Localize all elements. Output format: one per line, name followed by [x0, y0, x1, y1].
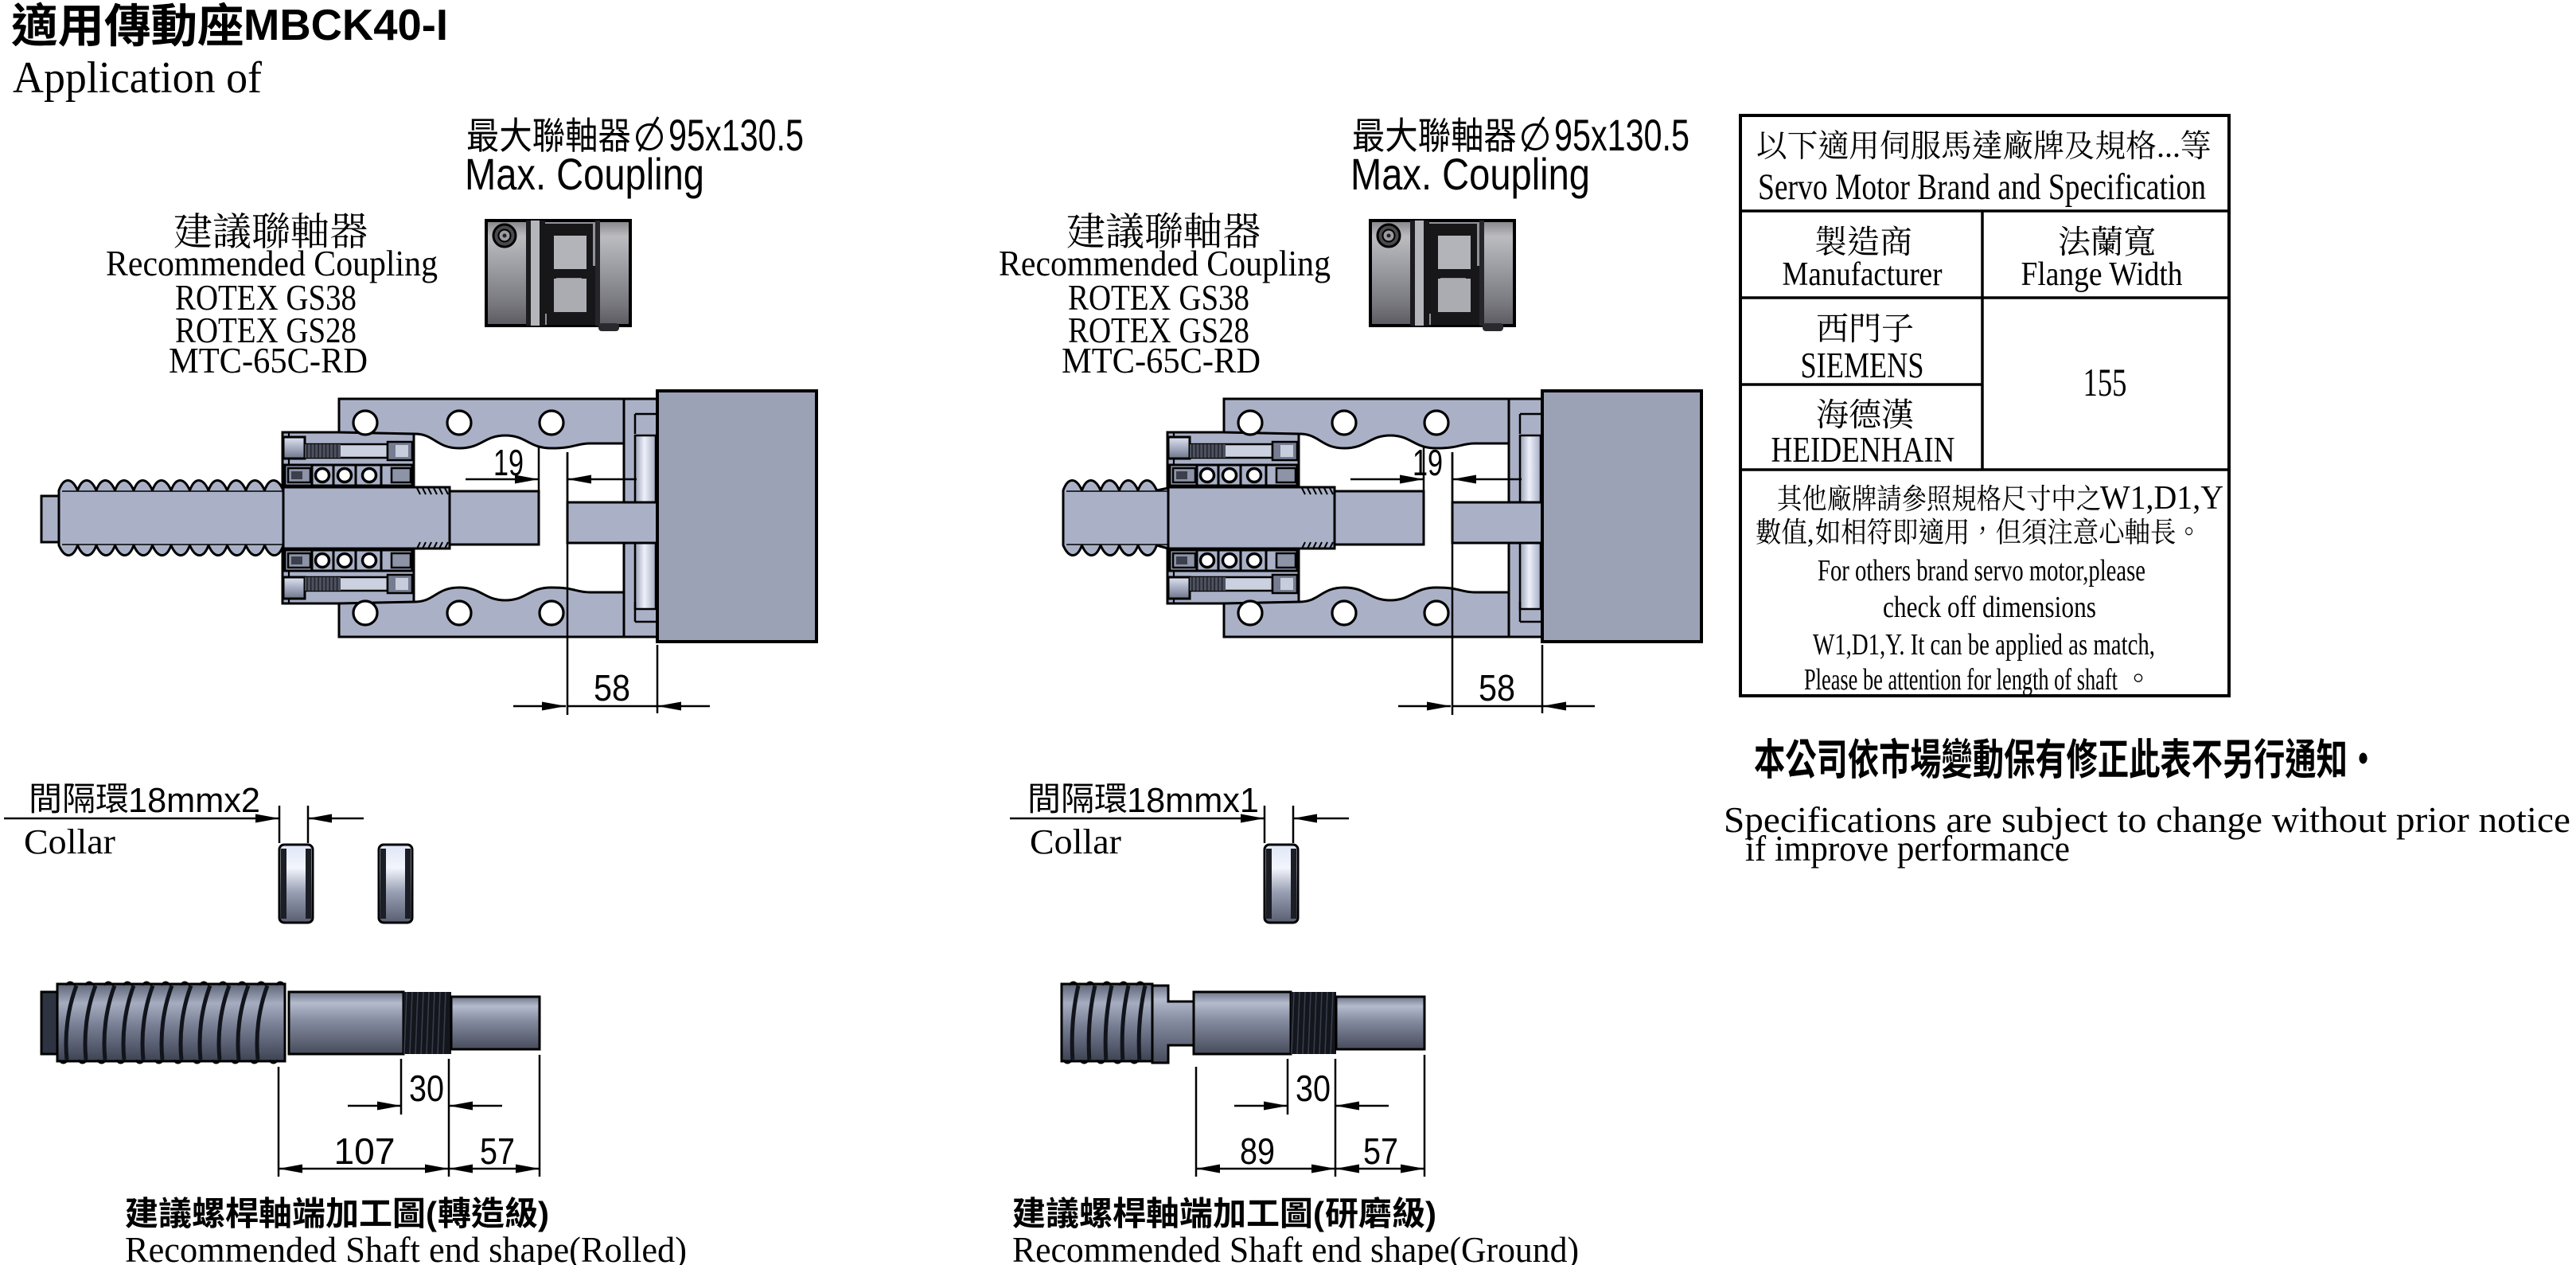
svg-text:(: ( — [1313, 1195, 1324, 1232]
svg-text:95x130.5: 95x130.5 — [1554, 110, 1689, 160]
svg-text:19: 19 — [493, 442, 524, 483]
svg-text:,: , — [1807, 517, 1814, 549]
svg-text:Recommended Coupling: Recommended Coupling — [999, 243, 1331, 283]
svg-text:): ) — [1425, 1195, 1436, 1232]
svg-text:Specifications are subject to: Specifications are subject to change wit… — [1724, 799, 2570, 840]
svg-text:SIEMENS: SIEMENS — [1801, 346, 1924, 385]
svg-text:Recommended Shaft end shape(Gr: Recommended Shaft end shape(Ground) — [1012, 1229, 1579, 1265]
svg-text:Max. Coupling: Max. Coupling — [465, 149, 704, 199]
svg-text:Collar: Collar — [1030, 822, 1121, 861]
svg-text:For others brand servo motor,p: For others brand servo motor,please — [1818, 554, 2145, 588]
svg-text:18mmx2: 18mmx2 — [128, 781, 260, 820]
svg-text:(: ( — [426, 1195, 437, 1232]
svg-text:Please be attention for length: Please be attention for length of shaft — [1804, 663, 2118, 697]
svg-text:ROTEX GS38: ROTEX GS38 — [1068, 277, 1249, 318]
svg-text:W1,D1,Y. It can be applied as: W1,D1,Y. It can be applied as match, — [1813, 628, 2155, 662]
svg-text:95x130.5: 95x130.5 — [668, 110, 804, 160]
svg-text:Manufacturer: Manufacturer — [1783, 256, 1943, 293]
svg-text:Collar: Collar — [24, 822, 115, 861]
svg-text:Flange Width: Flange Width — [2021, 256, 2183, 293]
svg-text:W1,D1,Y: W1,D1,Y — [2100, 480, 2223, 517]
svg-text:19: 19 — [1413, 442, 1443, 483]
svg-text:MTC-65C-RD: MTC-65C-RD — [169, 340, 368, 381]
svg-text:Max. Coupling: Max. Coupling — [1350, 149, 1590, 199]
svg-text:ROTEX GS28: ROTEX GS28 — [175, 310, 357, 350]
svg-text:ROTEX GS38: ROTEX GS38 — [175, 277, 357, 318]
svg-text:Application of: Application of — [13, 53, 262, 103]
svg-text:30: 30 — [409, 1068, 444, 1109]
svg-text:155: 155 — [2083, 360, 2127, 404]
svg-text:Servo Motor Brand and Specific: Servo Motor Brand and Specification — [1758, 166, 2206, 208]
svg-text:check off dimensions: check off dimensions — [1883, 591, 2096, 624]
svg-text:...: ... — [2157, 128, 2180, 164]
svg-text:ROTEX GS28: ROTEX GS28 — [1068, 310, 1249, 350]
svg-text:HEIDENHAIN: HEIDENHAIN — [1771, 430, 1955, 470]
svg-text:107: 107 — [334, 1130, 396, 1172]
svg-text:58: 58 — [1479, 667, 1515, 709]
svg-text:MTC-65C-RD: MTC-65C-RD — [1062, 340, 1261, 381]
svg-text:if improve performance: if improve performance — [1745, 828, 2070, 869]
svg-text:MBCK40-I: MBCK40-I — [244, 0, 448, 49]
svg-text:18mmx1: 18mmx1 — [1127, 781, 1259, 820]
svg-text:): ) — [538, 1195, 549, 1232]
svg-text:57: 57 — [1363, 1130, 1398, 1172]
svg-text:Recommended Shaft end shape(Ro: Recommended Shaft end shape(Rolled) — [125, 1229, 687, 1265]
svg-text:Recommended Coupling: Recommended Coupling — [106, 243, 438, 283]
svg-text:30: 30 — [1296, 1068, 1331, 1109]
svg-text:58: 58 — [594, 667, 630, 709]
svg-text:57: 57 — [480, 1130, 515, 1172]
svg-text:89: 89 — [1240, 1130, 1275, 1172]
